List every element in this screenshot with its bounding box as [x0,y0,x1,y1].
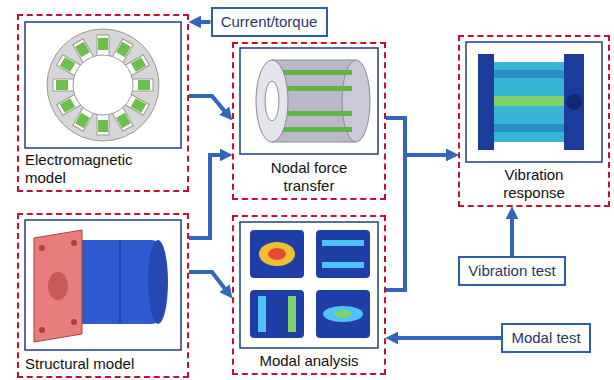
image-frame [25,22,181,148]
slot [53,79,75,91]
flow-arrow [189,155,224,238]
flow-arrow [394,336,501,340]
stator-slot [97,35,109,57]
bolt-hole [39,327,45,333]
housing-body [490,62,568,142]
coil [138,80,150,90]
mode-patch [334,310,352,318]
input-box: Current/torque [211,7,328,37]
mode-shape [250,290,304,338]
coil [116,113,131,128]
bolt-hole [71,240,77,246]
node-label: Electromagnetic model [25,151,153,187]
flow-arrow [197,20,211,24]
end-flange [564,54,584,150]
stator-edge [272,60,356,61]
coil [60,98,75,113]
stage-box: Electromagnetic model [17,14,189,192]
image-frame [240,48,378,154]
mode-patch [259,242,295,266]
node-label: Modal test [511,329,580,347]
force-bar [278,127,352,132]
coil [75,113,90,128]
node-label: Vibration response [479,166,589,202]
stage-box: Nodal force transfer [232,42,386,200]
image-frame [25,220,181,350]
mode-patch [268,248,286,260]
coil [75,42,90,57]
coil [98,120,108,132]
node-label: Current/torque [221,13,318,31]
coil [56,80,68,90]
force-bar [278,111,352,116]
response-band [490,70,568,78]
flow-arrow [189,272,227,292]
shaft-hole [566,94,582,110]
plate-hole [48,272,68,300]
stator-bore [265,81,279,121]
mode-shape [316,290,370,338]
force-bar [278,70,352,75]
stator-bore [73,55,133,115]
stator-slot [97,113,109,135]
slot [97,35,109,57]
coil [98,38,108,50]
stage-box: Modal analysis [232,215,386,375]
force-bar [278,86,352,91]
coil [131,57,146,72]
node-label: Modal analysis [259,352,358,370]
node-label: Nodal force transfer [254,159,364,195]
flow-arrow [386,155,450,290]
stator-slot [131,79,153,91]
mode-patch [322,240,364,246]
mount-plate [34,230,82,342]
stator-slot [53,79,75,91]
housing-body [72,240,158,324]
mode-patch [322,262,364,268]
bolt-hole [39,245,45,251]
mode-patch [323,306,363,322]
mode-shape [250,230,304,278]
node-label: Vibration test [468,262,555,280]
slot [131,79,153,91]
flow-arrow [510,215,514,256]
node-label: Structural model [25,355,134,373]
housing-rib [119,240,121,324]
response-band [490,124,568,132]
input-box: Vibration test [458,256,566,286]
mode-shape [316,230,370,278]
housing-end [148,240,168,324]
stator-core [47,29,159,141]
stator-face [256,60,288,142]
coil [131,98,146,113]
stage-box: Structural model [17,213,189,378]
response-band [490,96,568,106]
flow-arrow [189,96,227,114]
flow-arrow [386,118,450,155]
image-frame [466,42,602,162]
slot [97,113,109,135]
bolt-hole [71,319,77,325]
stator-edge [272,142,356,143]
input-box: Modal test [501,323,591,353]
coil [60,57,75,72]
stage-box: Vibration response [458,35,610,207]
mode-patch [258,296,266,332]
mode-patch [288,296,296,332]
end-flange [478,54,494,150]
coil [116,42,131,57]
image-frame [240,222,378,348]
